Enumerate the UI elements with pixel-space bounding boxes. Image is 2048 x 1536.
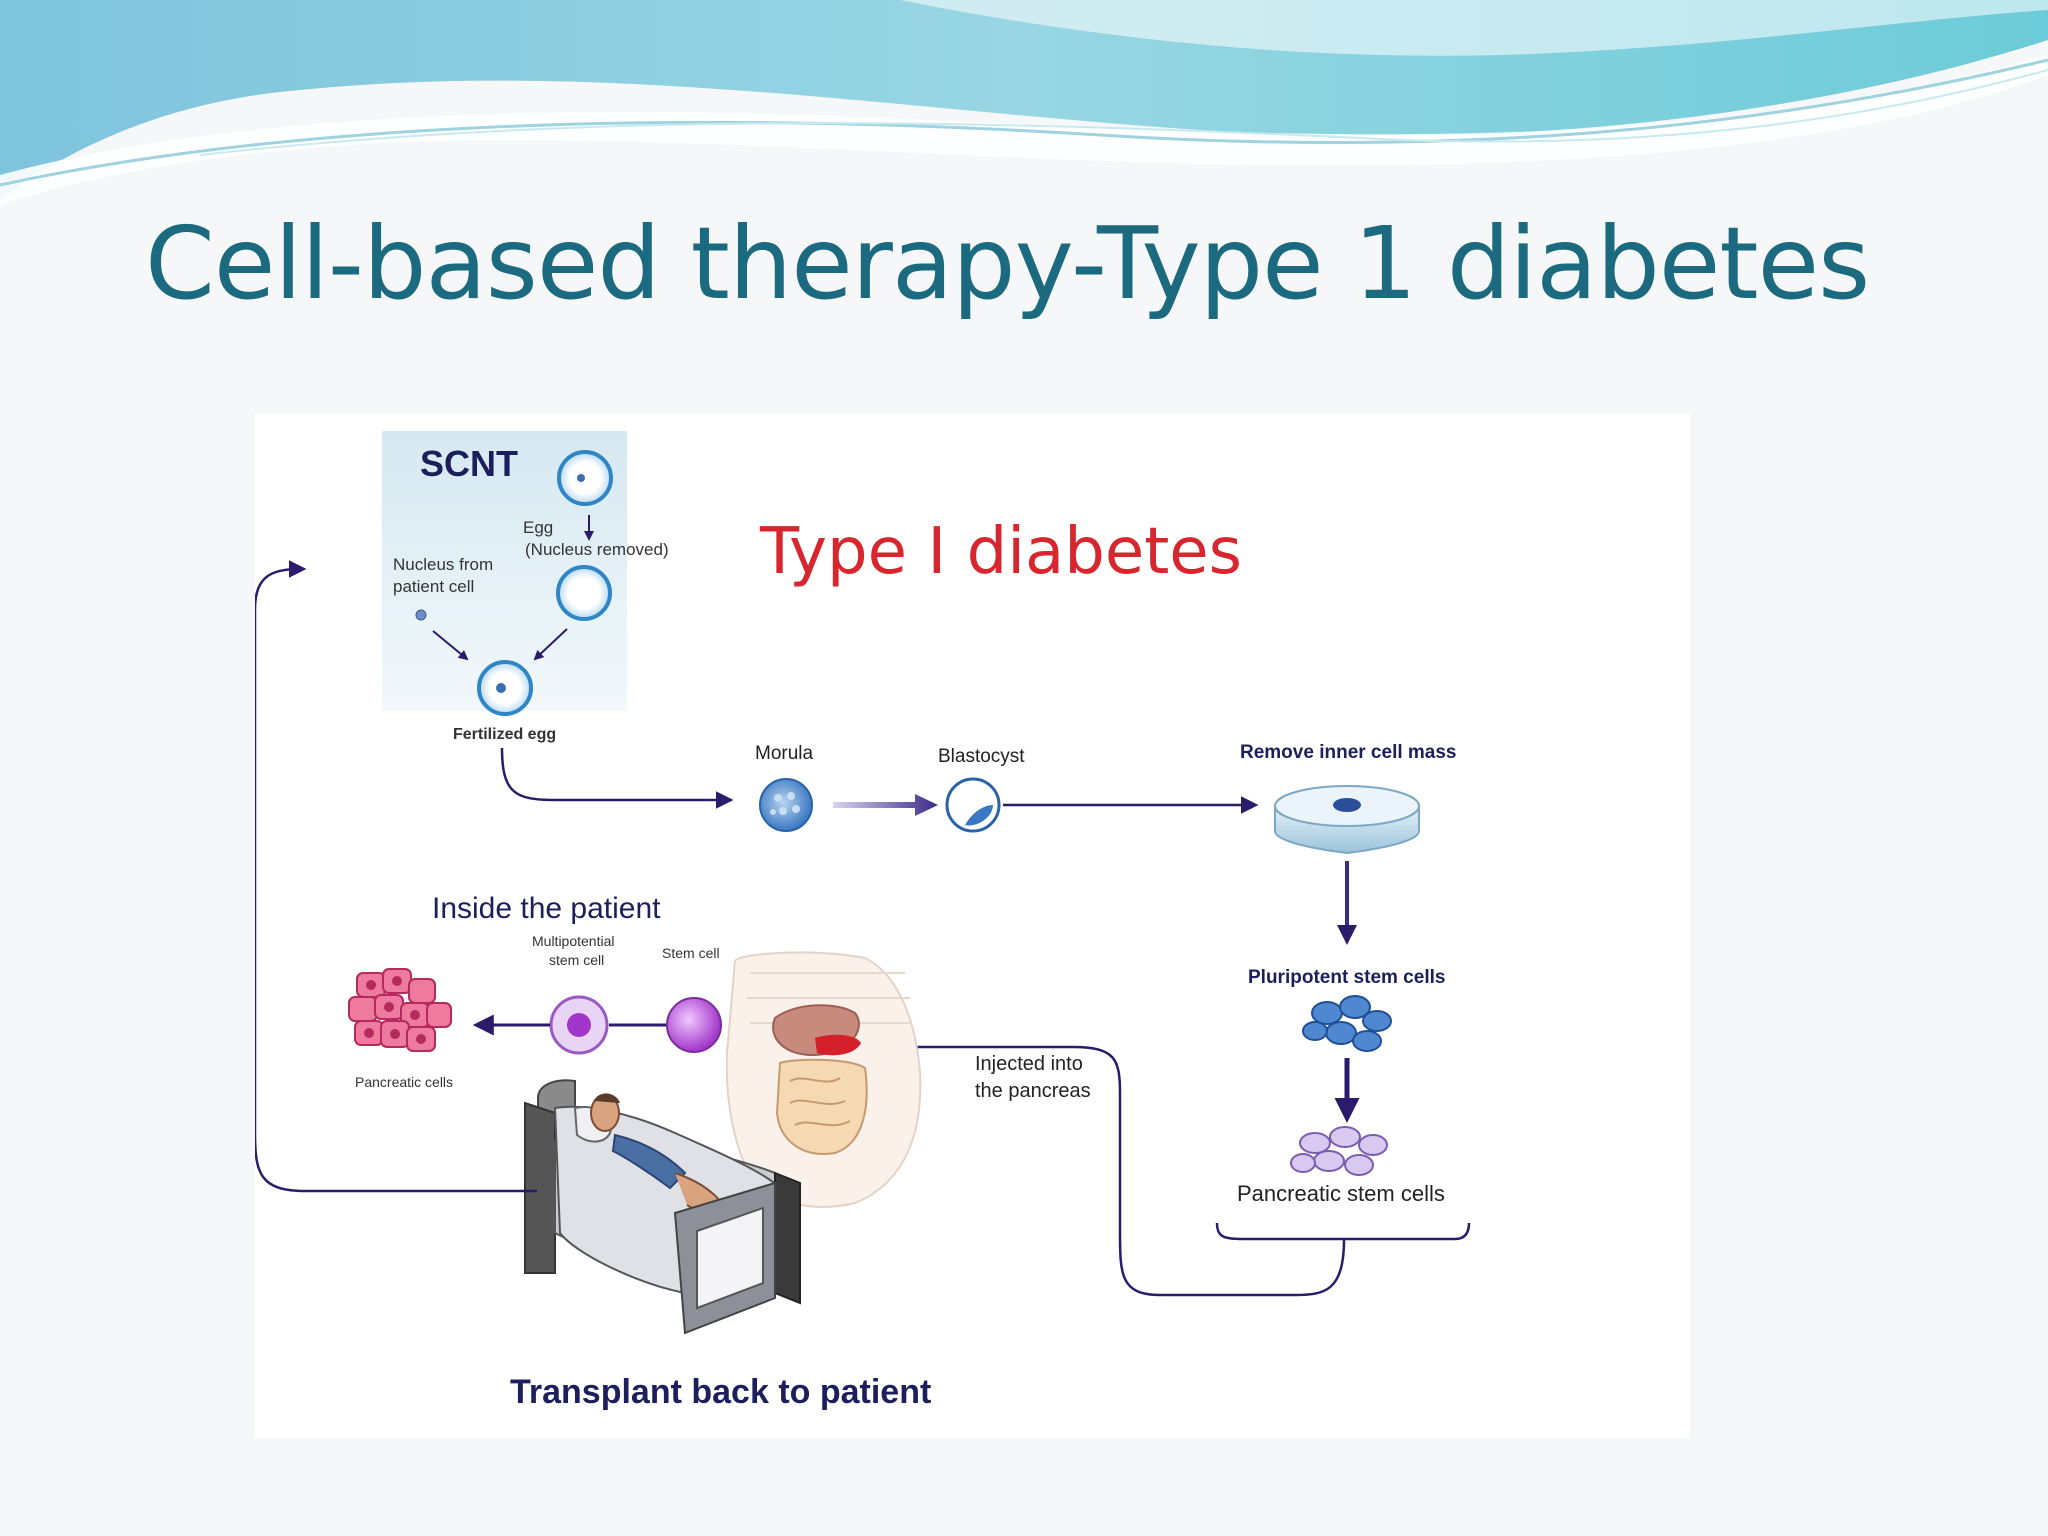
egg-cell-icon bbox=[557, 450, 613, 506]
pancreatic-stem-cells-icon bbox=[1290, 1126, 1388, 1176]
nucleus-arrow bbox=[432, 630, 469, 661]
morula-icon bbox=[759, 778, 813, 832]
injected-label-2: the pancreas bbox=[975, 1080, 1091, 1102]
nucleus-icon bbox=[415, 609, 427, 621]
injected-label-1: Injected into bbox=[975, 1053, 1083, 1075]
remove-inner-cell-mass-label: Remove inner cell mass bbox=[1240, 742, 1457, 763]
multipotential-label-1: Multipotential bbox=[532, 933, 615, 949]
return-to-scnt-path bbox=[255, 560, 537, 1193]
pancreatic-cells-label: Pancreatic cells bbox=[355, 1074, 453, 1090]
nucleus-label-2: patient cell bbox=[393, 577, 474, 596]
injection-path bbox=[851, 1038, 1346, 1297]
pancreatic-cells-icon bbox=[348, 968, 452, 1052]
multipotential-label-2: stem cell bbox=[549, 952, 604, 968]
diagram-heading: Type I diabetes bbox=[759, 515, 1242, 589]
fertilized-egg-icon bbox=[477, 660, 533, 716]
patient-in-bed-icon bbox=[524, 1079, 801, 1335]
stem-cell-label: Stem cell bbox=[662, 945, 720, 961]
egg-to-fertilized-arrow bbox=[533, 628, 568, 661]
diagram-canvas: SCNT Egg (Nucleus removed) Nucleus from … bbox=[255, 431, 1471, 1411]
pancreatic-stem-label: Pancreatic stem cells bbox=[1237, 1181, 1445, 1206]
morula-to-blastocyst-arrow bbox=[833, 794, 938, 816]
wave-line-2 bbox=[199, 69, 2048, 156]
scnt-label: SCNT bbox=[420, 443, 518, 484]
fertilized-label: Fertilized egg bbox=[453, 726, 556, 743]
fertilized-to-morula-arrow bbox=[500, 747, 734, 809]
egg-sublabel: (Nucleus removed) bbox=[525, 540, 669, 559]
pancreatic-stem-bracket bbox=[1215, 1222, 1471, 1241]
diagram-figure: SCNT Egg (Nucleus removed) Nucleus from … bbox=[255, 413, 1690, 1438]
blastocyst-label: Blastocyst bbox=[938, 746, 1025, 767]
egg-label: Egg bbox=[523, 518, 553, 537]
blastocyst-icon bbox=[945, 777, 1001, 833]
transplant-label: Transplant back to patient bbox=[510, 1373, 931, 1411]
enucleated-egg-icon bbox=[556, 565, 612, 621]
morula-label: Morula bbox=[755, 743, 814, 764]
slide-title: Cell-based therapy-Type 1 diabetes bbox=[145, 205, 1870, 322]
pluripotent-cells-icon bbox=[1302, 995, 1392, 1052]
stem-cell-icon bbox=[666, 997, 722, 1053]
multipotential-cell-icon bbox=[549, 995, 609, 1055]
wave-line bbox=[0, 58, 2048, 187]
pluripotent-label: Pluripotent stem cells bbox=[1248, 967, 1445, 988]
petri-dish-icon bbox=[1274, 785, 1420, 855]
nucleus-label-1: Nucleus from bbox=[393, 555, 493, 574]
torso-organs-icon bbox=[725, 951, 922, 1208]
wave-highlight bbox=[900, 0, 2048, 56]
inside-patient-label: Inside the patient bbox=[432, 892, 661, 925]
